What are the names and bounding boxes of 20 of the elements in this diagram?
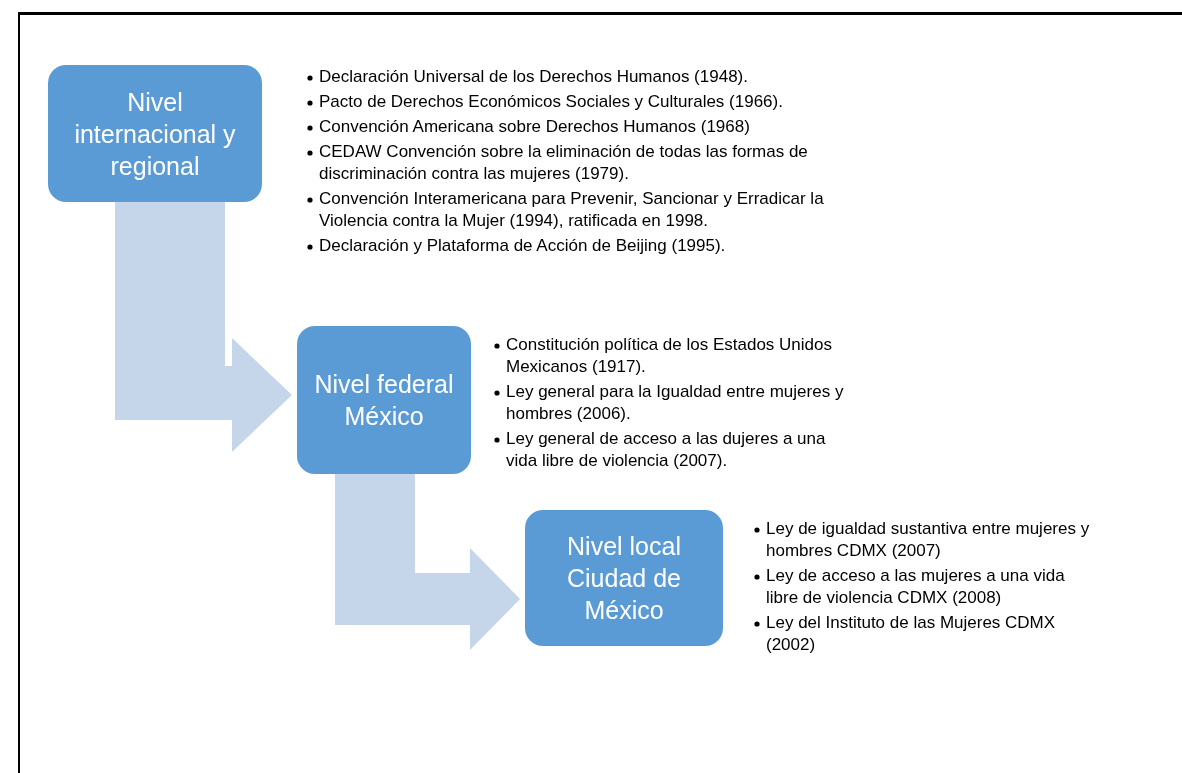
level-box <box>48 65 262 202</box>
bullet-text: Ley del Instituto de las Mujeres CDMX (2002) <box>766 613 1056 654</box>
bent-block-arrow <box>115 202 292 452</box>
bent-block-arrow <box>335 474 520 650</box>
bullet-text: Ley de igualdad sustantiva entre mujeres y hombres CDMX (2007) <box>766 519 1090 560</box>
level-title: Nivel local Ciudad de México <box>566 531 682 626</box>
bullet-text: Convención Americana sobre Derechos Humanos (1968) <box>319 117 750 136</box>
bullet-text: Declaración Universal de los Derechos Humanos (1948). <box>319 67 748 86</box>
bullet-text: Ley general para la Igualdad entre mujeres y hombres (2006). <box>506 382 844 423</box>
bullet-text: Declaración y Plataforma de Acción de Beijing (1995). <box>319 236 726 255</box>
bullet-text: Constitución política de los Estados Unidos Mexicanos (1917). <box>506 335 832 376</box>
level-title: Nivel federal México <box>313 369 455 432</box>
bullet-text: Convención Interamericana para Prevenir, Sancionar y Erradicar la Violencia contra la Mujer (1994), ratificada en 1998. <box>319 189 824 230</box>
level-box <box>297 326 471 474</box>
bullet-text: Ley de acceso a las mujeres a una vida libre de violencia CDMX (2008) <box>766 566 1065 607</box>
level-title: Nivel internacional y regional <box>73 86 237 182</box>
bullet-text: Pacto de Derechos Económicos Sociales y Culturales (1966). <box>319 92 783 111</box>
level-box <box>525 510 723 646</box>
bullet-text: CEDAW Convención sobre la eliminación de todas las formas de discriminación contra las mujeres (1979). <box>319 142 808 183</box>
bullet-text: Ley general de acceso a las dujeres a una vida libre de violencia (2007). <box>506 429 826 470</box>
